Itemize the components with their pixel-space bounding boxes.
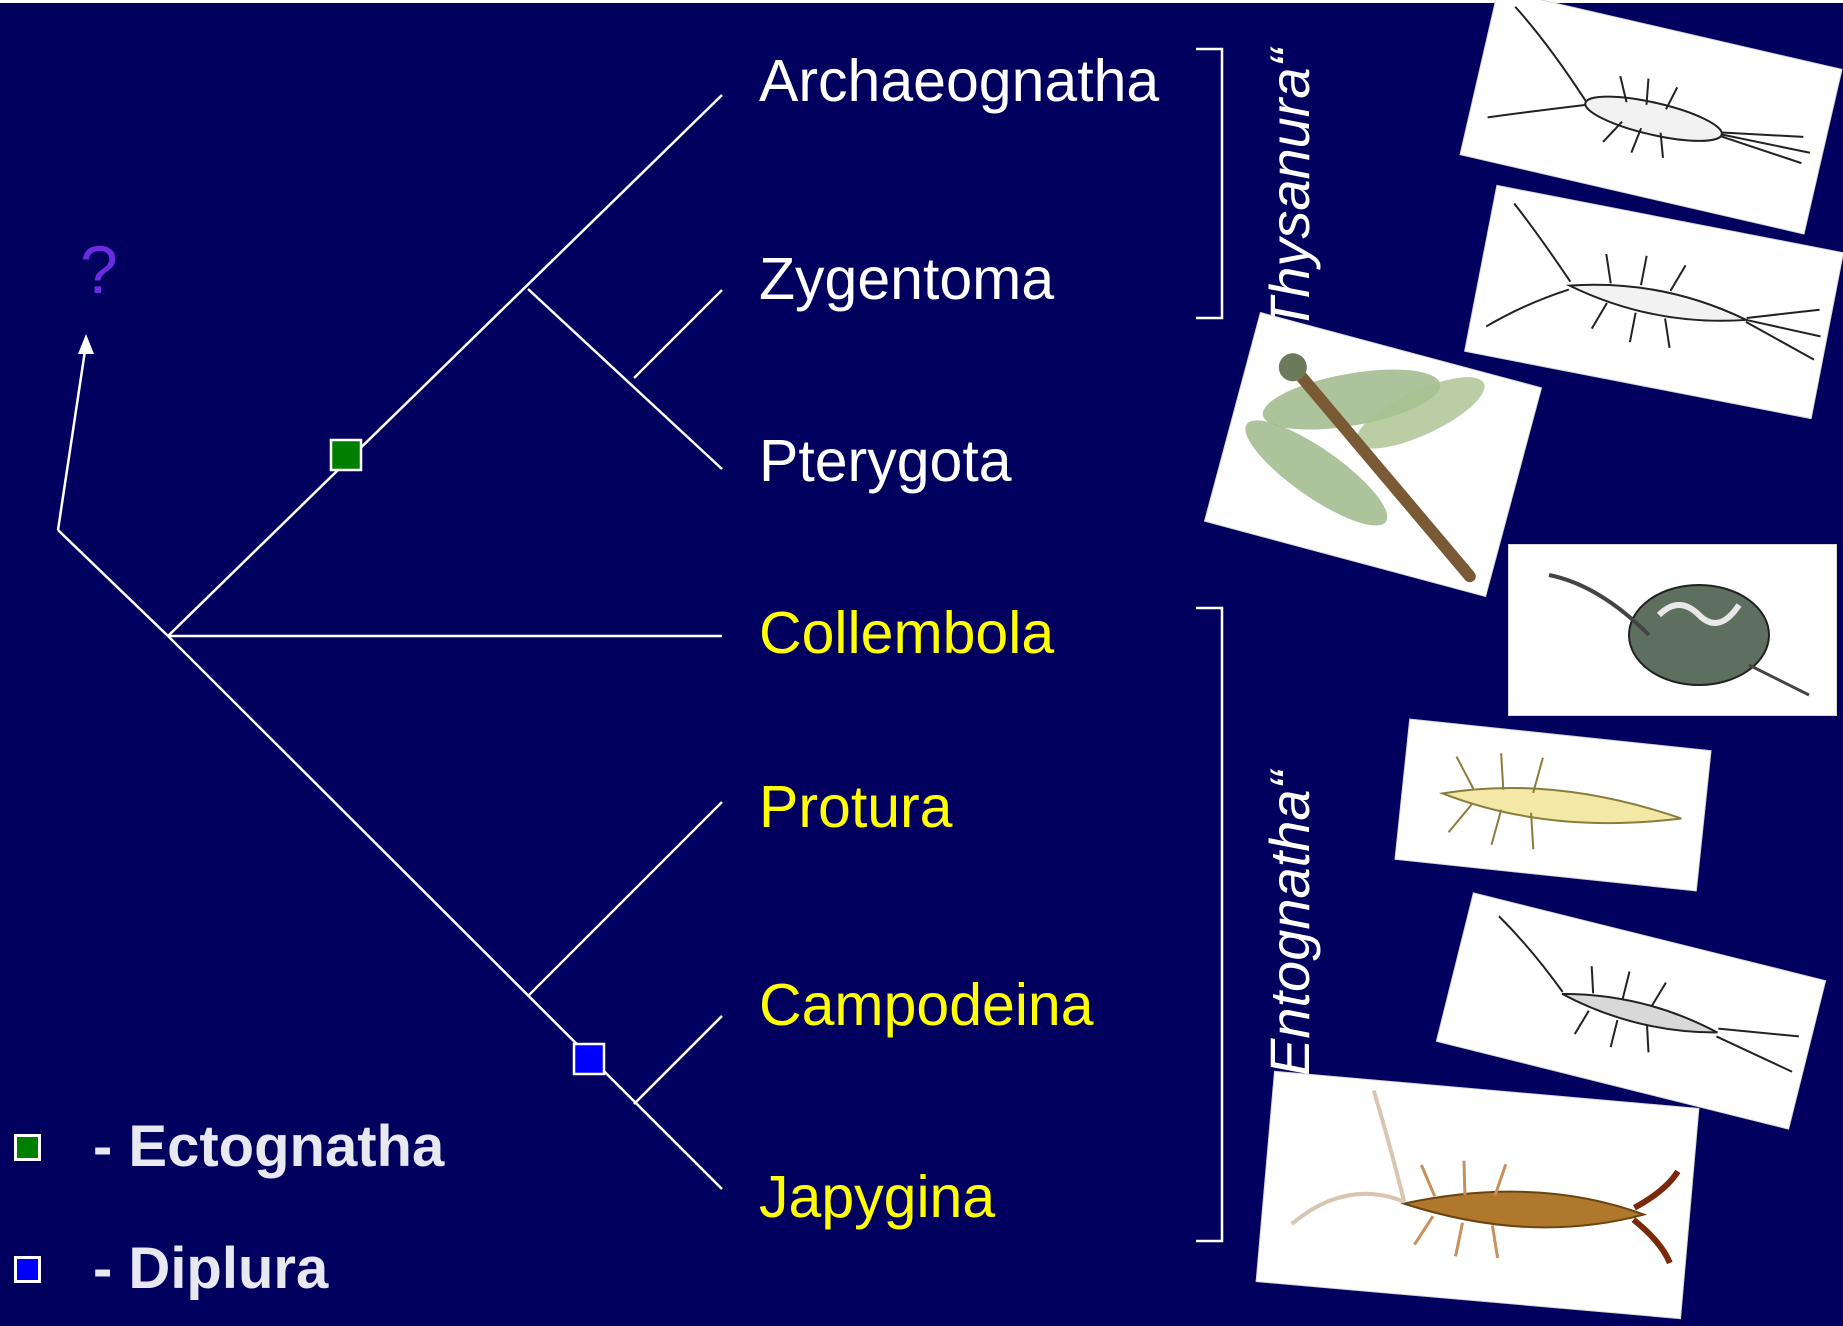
springtail-image: [1509, 545, 1836, 715]
legend-swatch-diplura: [14, 1256, 41, 1283]
legend-item-diplura: - Diplura: [14, 1240, 328, 1298]
legend-swatch-ectognatha: [14, 1134, 41, 1161]
arrow-stem: [58, 344, 86, 530]
taxon-japygina: Japygina: [759, 1168, 995, 1227]
ectognatha-marker: [331, 440, 361, 470]
taxon-collembola: Collembola: [759, 604, 1054, 663]
diplura-marker: [574, 1044, 604, 1074]
legend-item-ectognatha: - Ectognatha: [14, 1118, 444, 1176]
taxon-campodeina: Campodeina: [759, 976, 1094, 1035]
japygid-image: [1257, 1072, 1699, 1318]
branch-zygentoma: [634, 290, 722, 378]
japygid-icon: [1257, 1072, 1699, 1318]
branch-ectognatha: [168, 95, 722, 636]
ancestor-question-mark: ?: [80, 236, 118, 304]
bracket-thysanura: [1196, 49, 1222, 318]
group-label-entognatha: Entognatha“: [1262, 771, 1318, 1076]
root-branch: [58, 530, 168, 636]
group-label-thysanura: Thysanura“: [1262, 49, 1318, 332]
branch-protura: [528, 802, 722, 996]
branch-entognatha-lower: [168, 636, 722, 1189]
bracket-entognatha: [1196, 608, 1222, 1241]
arrow-head: [78, 334, 94, 354]
taxon-archaeognatha: Archaeognatha: [759, 52, 1159, 111]
legend-label-ectognatha: - Ectognatha: [93, 1118, 444, 1176]
taxon-pterygota: Pterygota: [759, 432, 1012, 491]
springtail-icon: [1509, 545, 1836, 715]
branch-pterygota-clade: [528, 289, 722, 469]
taxon-zygentoma: Zygentoma: [759, 250, 1054, 309]
taxon-protura: Protura: [759, 778, 952, 837]
branch-campodeina: [634, 1016, 722, 1104]
legend-label-diplura: - Diplura: [93, 1240, 328, 1298]
